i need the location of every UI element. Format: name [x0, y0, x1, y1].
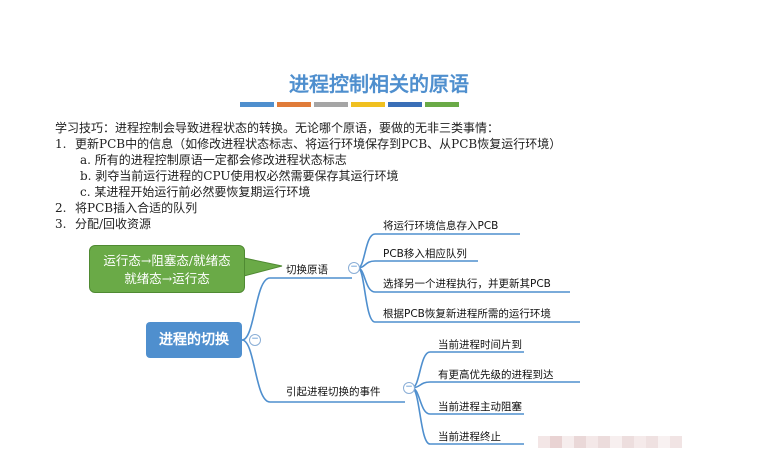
callout-pointer	[243, 257, 283, 277]
color-bar	[314, 102, 348, 107]
sub-item: a. 所有的进程控制原语一定都会修改进程状态标志	[80, 153, 347, 167]
color-bar	[240, 102, 274, 107]
mindmap-leaf-node[interactable]: PCB移入相应队列	[383, 248, 467, 260]
item-number: 3.	[55, 217, 67, 231]
blurred-watermark	[538, 436, 682, 448]
item-number: 1.	[55, 137, 67, 151]
connector-b1-c2	[357, 260, 478, 269]
connector-b1-c4	[357, 267, 580, 323]
item-text: 将PCB插入合适的队列	[75, 201, 198, 215]
mindmap-leaf-node[interactable]: 选择另一个进程执行，并更新其PCB	[383, 278, 551, 290]
callout-line: 运行态→阻塞态/就绪态	[103, 253, 231, 268]
blur-block	[574, 436, 586, 448]
collapse-icon[interactable]: −	[249, 334, 261, 346]
blur-block	[550, 436, 562, 448]
intro-text: 学习技巧：进程控制会导致进程状态的转换。无论哪个原语，要做的无非三类事情：	[55, 121, 500, 135]
blur-block	[586, 436, 598, 448]
mindmap-leaf-node[interactable]: 将运行环境信息存入PCB	[383, 220, 499, 232]
list-item: 3. 分配/回收资源	[55, 216, 561, 232]
item-text: 分配/回收资源	[75, 217, 152, 231]
blur-block	[538, 436, 550, 448]
blur-block	[598, 436, 610, 448]
branch-switch-events[interactable]: 引起进程切换的事件	[286, 386, 381, 398]
mindmap-leaf-node[interactable]: 当前进程主动阻塞	[438, 401, 522, 413]
study-tips: 学习技巧：进程控制会导致进程状态的转换。无论哪个原语，要做的无非三类事情： 1.…	[55, 120, 561, 232]
blur-block	[646, 436, 658, 448]
sub-item: b. 剥夺当前运行进程的CPU使用权必然需要保存其运行环境	[80, 169, 399, 183]
list-item: 2. 将PCB插入合适的队列	[55, 200, 561, 216]
collapse-icon[interactable]: −	[403, 382, 415, 394]
mindmap-root-node[interactable]: 进程的切换	[146, 322, 242, 358]
connector-root-branch1	[241, 277, 352, 341]
list-item: 1. 更新PCB中的信息（如修改进程状态标志、将运行环境保存到PCB、从PCB恢复…	[55, 136, 561, 152]
mindmap-leaf-node[interactable]: 有更高优先级的进程到达	[438, 369, 554, 381]
mindmap-leaf-node[interactable]: 当前进程终止	[438, 431, 501, 443]
connector-b2-c2	[411, 381, 580, 389]
mindmap-leaf-node[interactable]: 根据PCB恢复新进程所需的运行环境	[383, 308, 551, 320]
mindmap-leaf-node[interactable]: 当前进程时间片到	[438, 339, 522, 351]
collapse-icon[interactable]: −	[348, 262, 360, 274]
item-number: 2.	[55, 201, 67, 215]
state-transition-callout: 运行态→阻塞态/就绪态 就绪态→运行态	[89, 245, 245, 293]
item-text: 更新PCB中的信息（如修改进程状态标志、将运行环境保存到PCB、从PCB恢复运行…	[75, 137, 562, 151]
blur-block	[610, 436, 622, 448]
blur-block	[658, 436, 670, 448]
blur-block	[670, 436, 682, 448]
sub-item: c. 某进程开始运行前必然要恢复期运行环境	[80, 185, 311, 199]
callout-line: 就绪态→运行态	[124, 271, 210, 286]
color-bar	[388, 102, 422, 107]
blur-block	[634, 436, 646, 448]
title-color-bars	[240, 102, 459, 107]
color-bar	[351, 102, 385, 107]
page-title: 进程控制相关的原语	[289, 72, 469, 96]
blur-block	[562, 436, 574, 448]
blur-block	[622, 436, 634, 448]
color-bar	[425, 102, 459, 107]
color-bar	[277, 102, 311, 107]
branch-switch-primitive[interactable]: 切换原语	[286, 264, 328, 276]
connector-root-branch2	[241, 339, 405, 403]
